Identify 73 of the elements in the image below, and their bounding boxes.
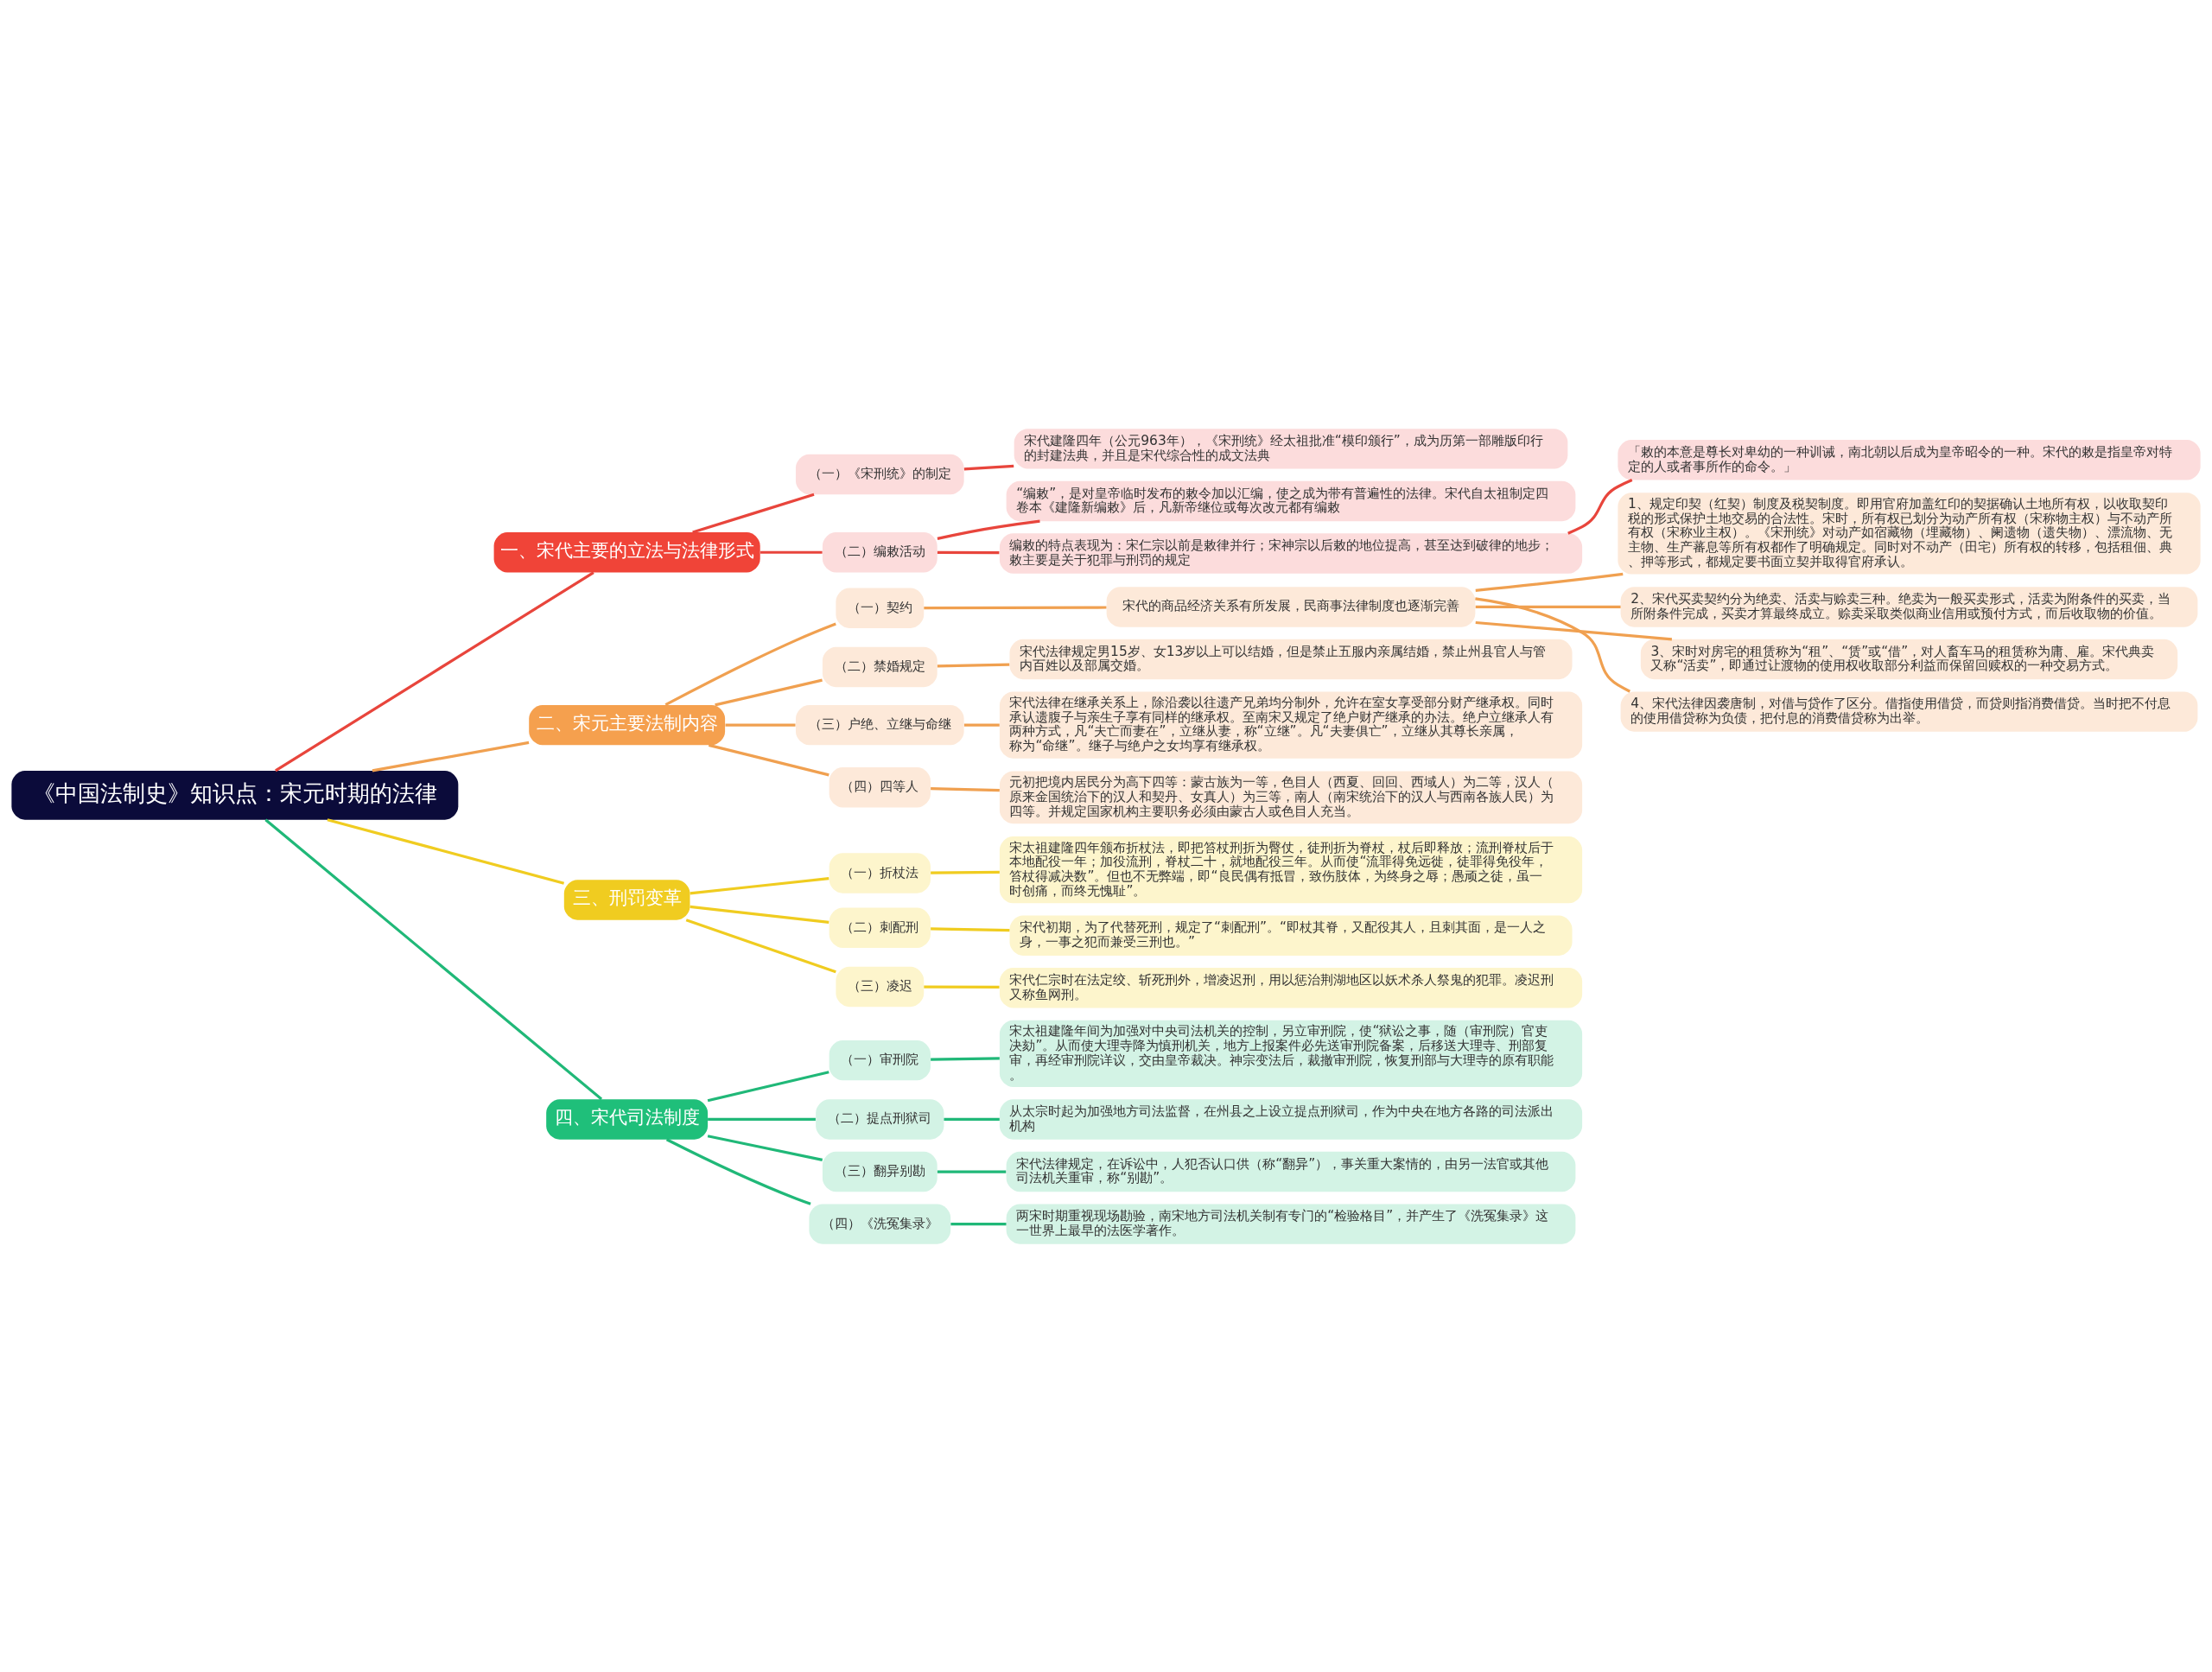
- connector: [931, 926, 1010, 931]
- connector: [1567, 478, 1633, 535]
- node-box: 宋代建隆四年（公元963年），《宋刑统》经太祖批准“模印颁行”，成为历第一部雕版印行的封建法典，并且是宋代综合性的成文法典: [1014, 428, 1568, 469]
- connector: [708, 743, 830, 776]
- node-box: 3、宋时对房宅的租赁称为“租”、“赁”或“借”，对人畜车马的租赁称为庸、雇。宋代典卖又称“活卖”，即通过让渡物的使用权收取部分利益而保留回赎权的一种交易方式。: [1640, 639, 2178, 679]
- connector: [1475, 596, 1630, 693]
- connector: [707, 1134, 823, 1161]
- connector: [937, 519, 1040, 540]
- node-box: 宋太祖建隆年间为加强对中央司法机关的控制，另立审刑院，使“狱讼之事，随（审刑院）官吏决劾”。从而使大理寺降为慎刑机关，地方上报案件必先送审刑院备案，后移送大理寺、刑部复审，再经审刑院详议，交由皇帝裁决。神宗变法后，裁撤审刑院，恢复刑部与大理寺的原有职能。: [999, 1020, 1583, 1087]
- connector: [372, 741, 530, 772]
- node-box: （一）契约: [836, 588, 925, 628]
- node-box: 「敕的本意是尊长对卑幼的一种训诫，南北朝以后成为皇帝昭令的一种。宋代的敕是指皇帝对特定的人或者事所作的命令。」: [1618, 439, 2201, 480]
- node-box: （四）《洗冤集录》: [809, 1203, 951, 1244]
- connector: [937, 1169, 1007, 1173]
- node-box: 宋代法律规定，在诉讼中，人犯否认口供（称“翻异”），事关重大案情的，由另一法官或其他司法机关重审，称“别勘”。: [1006, 1151, 1576, 1192]
- connector: [690, 905, 830, 924]
- node-box: （三）翻异别勘: [822, 1151, 938, 1192]
- node-box: （三）户绝、立继与命继: [795, 704, 964, 745]
- node-box: 一、宋代主要的立法与法律形式: [493, 531, 760, 572]
- connector: [1475, 605, 1621, 608]
- connector: [708, 1117, 816, 1121]
- node-box: 二、宋元主要法制内容: [529, 704, 726, 745]
- node-box: （二）禁婚规定: [822, 646, 938, 687]
- node-box: 宋代法律规定男15岁、女13岁以上可以结婚，但是禁止五服内亲属结婚，禁止州县官人与管内百姓以及部属交婚。: [1009, 639, 1573, 679]
- connector: [275, 570, 594, 772]
- node-box: （二）编敕活动: [822, 531, 938, 572]
- connector: [931, 1056, 1000, 1061]
- connector: [1475, 620, 1673, 640]
- connector: [707, 1070, 830, 1102]
- node-box: “编敕”，是对皇帝临时发布的敕令加以汇编，使之成为带有普遍性的法律。宋代自太祖制定四卷本《建隆新编敕》后，凡新帝继位或每次改元都有编敕: [1006, 480, 1576, 521]
- connector: [1475, 572, 1624, 592]
- connector: [715, 678, 823, 706]
- connector: [664, 622, 836, 706]
- connector: [931, 870, 1000, 874]
- connector: [692, 493, 815, 534]
- connector: [963, 464, 1014, 471]
- node-box: 从太宗时起为加强地方司法监督，在州县之上设立提点刑狱司，作为中央在地方各路的司法派出机构: [999, 1098, 1583, 1140]
- connector: [950, 1222, 1007, 1225]
- node-box: （三）凌迟: [836, 966, 925, 1007]
- connector: [944, 1117, 1000, 1121]
- node-box: （一）审刑院: [829, 1039, 931, 1080]
- connector: [760, 550, 823, 554]
- node-box: 宋代初期，为了代替死刑，规定了“刺配刑”。“即杖其脊，又配役其人，且刺其面，是一人之身，一事之犯而兼受三刑也。”: [1009, 915, 1573, 956]
- node-box: 两宋时期重视现场勘验，南宋地方司法机关制有专门的“检验格目”，并产生了《洗冤集录》这一世界上最早的法医学著作。: [1006, 1203, 1576, 1244]
- node-box: （四）四等人: [829, 766, 931, 807]
- connector: [665, 1137, 811, 1205]
- node-box: 四、宋代司法制度: [546, 1098, 709, 1140]
- connector: [690, 876, 830, 894]
- connector: [963, 722, 1000, 727]
- connector: [924, 985, 1000, 989]
- node-box: （一）折杖法: [829, 852, 931, 893]
- connector: [924, 605, 1107, 609]
- node-box: 宋代法律在继承关系上，除沿袭以往遗产兄弟均分制外，允许在室女享受部分财产继承权。同时承认遗腹子与亲生子享有同样的继承权。至南宋又规定了绝户财产继承的办法。绝户立继承人有两种方式，凡“夫亡而妻在”，立继从妻，称“立继”。凡“夫妻俱亡”，立继从其尊长亲属，称为“命继”。继子与绝户之女均享有继承权。: [999, 690, 1583, 759]
- node-box: 三、刑罚变革: [563, 879, 690, 920]
- node-box: 2、宋代买卖契约分为绝卖、活卖与赊卖三种。绝卖为一般买卖形式，活卖为附条件的买卖，当所附条件完成，买卖才算最终成立。赊卖采取类似商业信用或预付方式，而后收取物的价值。: [1620, 586, 2198, 627]
- connector: [327, 817, 565, 885]
- node-box: 4、宋代法律因袭唐制，对借与贷作了区分。借指使用借贷，而贷则指消费借贷。当时把不付息的使用借贷称为负债，把付息的消费借贷称为出举。: [1620, 690, 2198, 732]
- node-box: 编敕的特点表现为：宋仁宗以前是敕律并行；宋神宗以后敕的地位提高，甚至达到破律的地步；敕主要是关于犯罪与刑罚的规定: [999, 532, 1583, 574]
- node-box: （二）刺配刑: [829, 907, 931, 948]
- node-box: 宋代的商品经济关系有所发展，民商事法律制度也逐渐完善: [1106, 586, 1476, 627]
- connector: [931, 786, 1000, 791]
- node-box: 宋代仁宗时在法定绞、斩死刑外，增凌迟刑，用以惩治荆湖地区以妖术杀人祭鬼的犯罪。凌迟刑又称鱼网刑。: [999, 967, 1583, 1008]
- connector: [264, 818, 603, 1100]
- node-box: 元初把境内居民分为高下四等：蒙古族为一等，色目人（西夏、回回、西域人）为二等，汉人（原来金国统治下的汉人和契丹、女真人）为三等，南人（南宋统治下的汉人与西南各族人民）为四等。并规定国家机构主要职务必须由蒙古人或色目人充当。: [999, 771, 1583, 823]
- connector: [685, 918, 836, 973]
- node-box: 《中国法制史》知识点：宋元时期的法律: [11, 770, 459, 820]
- connector: [937, 550, 1000, 554]
- connector: [725, 722, 796, 727]
- node-box: （二）提点刑狱司: [816, 1098, 944, 1140]
- node-box: （一）《宋刑统》的制定: [795, 454, 964, 494]
- node-box: 宋太祖建隆四年颁布折杖法，即把笞杖刑折为臀仗，徒刑折为脊杖，杖后即释放；流刑脊杖后于本地配役一年；加役流刑，脊杖二十，就地配役三年。从而使“流罪得免远徙，徒罪得免役年，笞杖得减决数”。但也不无弊端，即“良民偶有抵冒，致伤肢体，为终身之辱；愚顽之徒，虽一时创痛，而终无愧耻”。: [999, 836, 1583, 903]
- node-box: 1、规定印契（红契）制度及税契制度。即用官府加盖红印的契据确认土地所有权，以收取契印税的形式保护土地交易的合法性。宋时，所有权已划分为动产所有权（宋称物主权）与不动产所有权（宋称业主权）。《宋刑统》对动产如宿藏物（埋藏物）、阑遗物（遗失物）、漂流物、无主物、生产蕃息等所有权都作了明确规定。同时对不动产（田宅）所有权的转移，包括租佃、典、押等形式，都规定要书面立契并取得官府承认。: [1618, 492, 2201, 574]
- connector: [937, 663, 1010, 667]
